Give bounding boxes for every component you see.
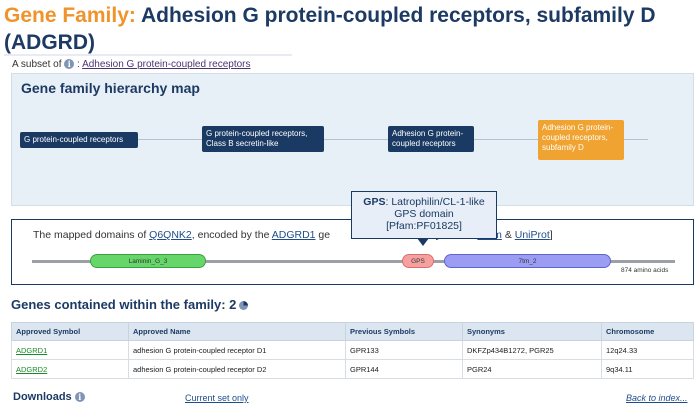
column-header[interactable]: Approved Name <box>128 322 346 341</box>
gene-symbol-link[interactable]: ADGRD1 <box>16 345 48 355</box>
domain-laminin[interactable]: Laminin_G_3 <box>90 254 206 268</box>
table-cell: ADGRD1 <box>11 340 129 360</box>
uniprot-link[interactable]: UniProt <box>514 229 550 241</box>
table-cell: DKFZp434B1272, PGR25 <box>462 340 602 360</box>
domain-gps[interactable]: GPS <box>402 254 434 268</box>
table-cell: GPR144 <box>345 359 463 379</box>
page-title-prefix: Gene Family: <box>4 4 136 27</box>
page-title: Gene Family: Adhesion G protein-coupled … <box>4 2 694 56</box>
table-row: ADGRD1 adhesion G protein-coupled recept… <box>11 340 694 360</box>
column-header[interactable]: Previous Symbols <box>345 322 463 341</box>
column-header[interactable]: Chromosome <box>601 322 694 341</box>
table-row: ADGRD2 adhesion G protein-coupled recept… <box>11 359 694 379</box>
back-to-index-link[interactable]: Back to index... <box>626 393 688 403</box>
pie-chart-icon[interactable] <box>239 301 249 311</box>
parent-family-link[interactable]: Adhesion G protein-coupled receptors <box>82 59 251 70</box>
table-cell: adhesion G protein-coupled receptor D1 <box>128 340 346 360</box>
table-cell: PGR24 <box>462 359 602 379</box>
table-cell: 12q24.33 <box>601 340 694 360</box>
table-cell: 9q34.11 <box>601 359 694 379</box>
protein-link[interactable]: Q6QNK2 <box>149 229 192 241</box>
subset-separator: : <box>74 59 83 70</box>
domain-tooltip: GPS: Latrophilin/CL-1-like GPS domain [P… <box>351 191 497 246</box>
hierarchy-map-panel: Gene family hierarchy map G protein-coup… <box>11 73 694 206</box>
hierarchy-map-heading: Gene family hierarchy map <box>21 80 200 96</box>
info-icon[interactable]: i <box>74 392 85 403</box>
hierarchy-node-class-b[interactable]: G protein-coupled receptors, Class B sec… <box>202 126 324 152</box>
tooltip-description: : Latrophilin/CL-1-like GPS domain [Pfam… <box>385 196 485 232</box>
title-divider <box>4 54 292 56</box>
domains-text-gen: ge <box>315 229 331 241</box>
domains-amp: & <box>501 229 515 241</box>
domains-close: ] <box>549 229 553 241</box>
column-header[interactable]: Approved Symbol <box>11 322 129 341</box>
subset-line: A subset of i : Adhesion G protein-coupl… <box>12 59 251 70</box>
column-header[interactable]: Synonyms <box>462 322 602 341</box>
table-cell: adhesion G protein-coupled receptor D2 <box>128 359 346 379</box>
protein-domains-panel: The mapped domains of Q6QNK2, encoded by… <box>11 219 694 285</box>
downloads-heading: Downloads i <box>13 391 85 403</box>
gene-link[interactable]: ADGRD1 <box>271 229 316 241</box>
domain-7tm[interactable]: 7tm_2 <box>444 254 611 268</box>
domains-text-pre: The mapped domains of <box>33 229 150 241</box>
gene-symbol-link[interactable]: ADGRD2 <box>16 364 48 374</box>
current-set-download-link[interactable]: Current set only <box>185 393 249 403</box>
genes-table: Approved Symbol Approved Name Previous S… <box>11 322 694 379</box>
genes-heading-text: Genes contained within the family: 2 <box>11 297 237 312</box>
tooltip-domain-name: GPS <box>363 196 386 208</box>
subset-label: A subset of <box>12 59 62 70</box>
hierarchy-node-gpcr[interactable]: G protein-coupled receptors <box>20 132 138 148</box>
genes-heading: Genes contained within the family: 2 <box>11 297 249 312</box>
table-cell: ADGRD2 <box>11 359 129 379</box>
tooltip-arrow <box>417 238 429 246</box>
info-icon[interactable]: i <box>64 59 75 70</box>
hierarchy-connector-line <box>28 139 648 140</box>
protein-length: 874 amino acids <box>621 267 669 274</box>
downloads-label: Downloads <box>13 391 72 403</box>
table-cell: GPR133 <box>345 340 463 360</box>
domains-text-mid: , encoded by the <box>191 229 272 241</box>
table-header-row: Approved Symbol Approved Name Previous S… <box>11 322 694 341</box>
protein-backbone <box>32 260 675 263</box>
hierarchy-node-current: Adhesion G protein-coupled receptors, su… <box>538 120 624 160</box>
hierarchy-node-adhesion[interactable]: Adhesion G protein-coupled receptors <box>388 126 474 152</box>
page-title-text: Adhesion G protein-coupled receptors, su… <box>4 4 656 54</box>
